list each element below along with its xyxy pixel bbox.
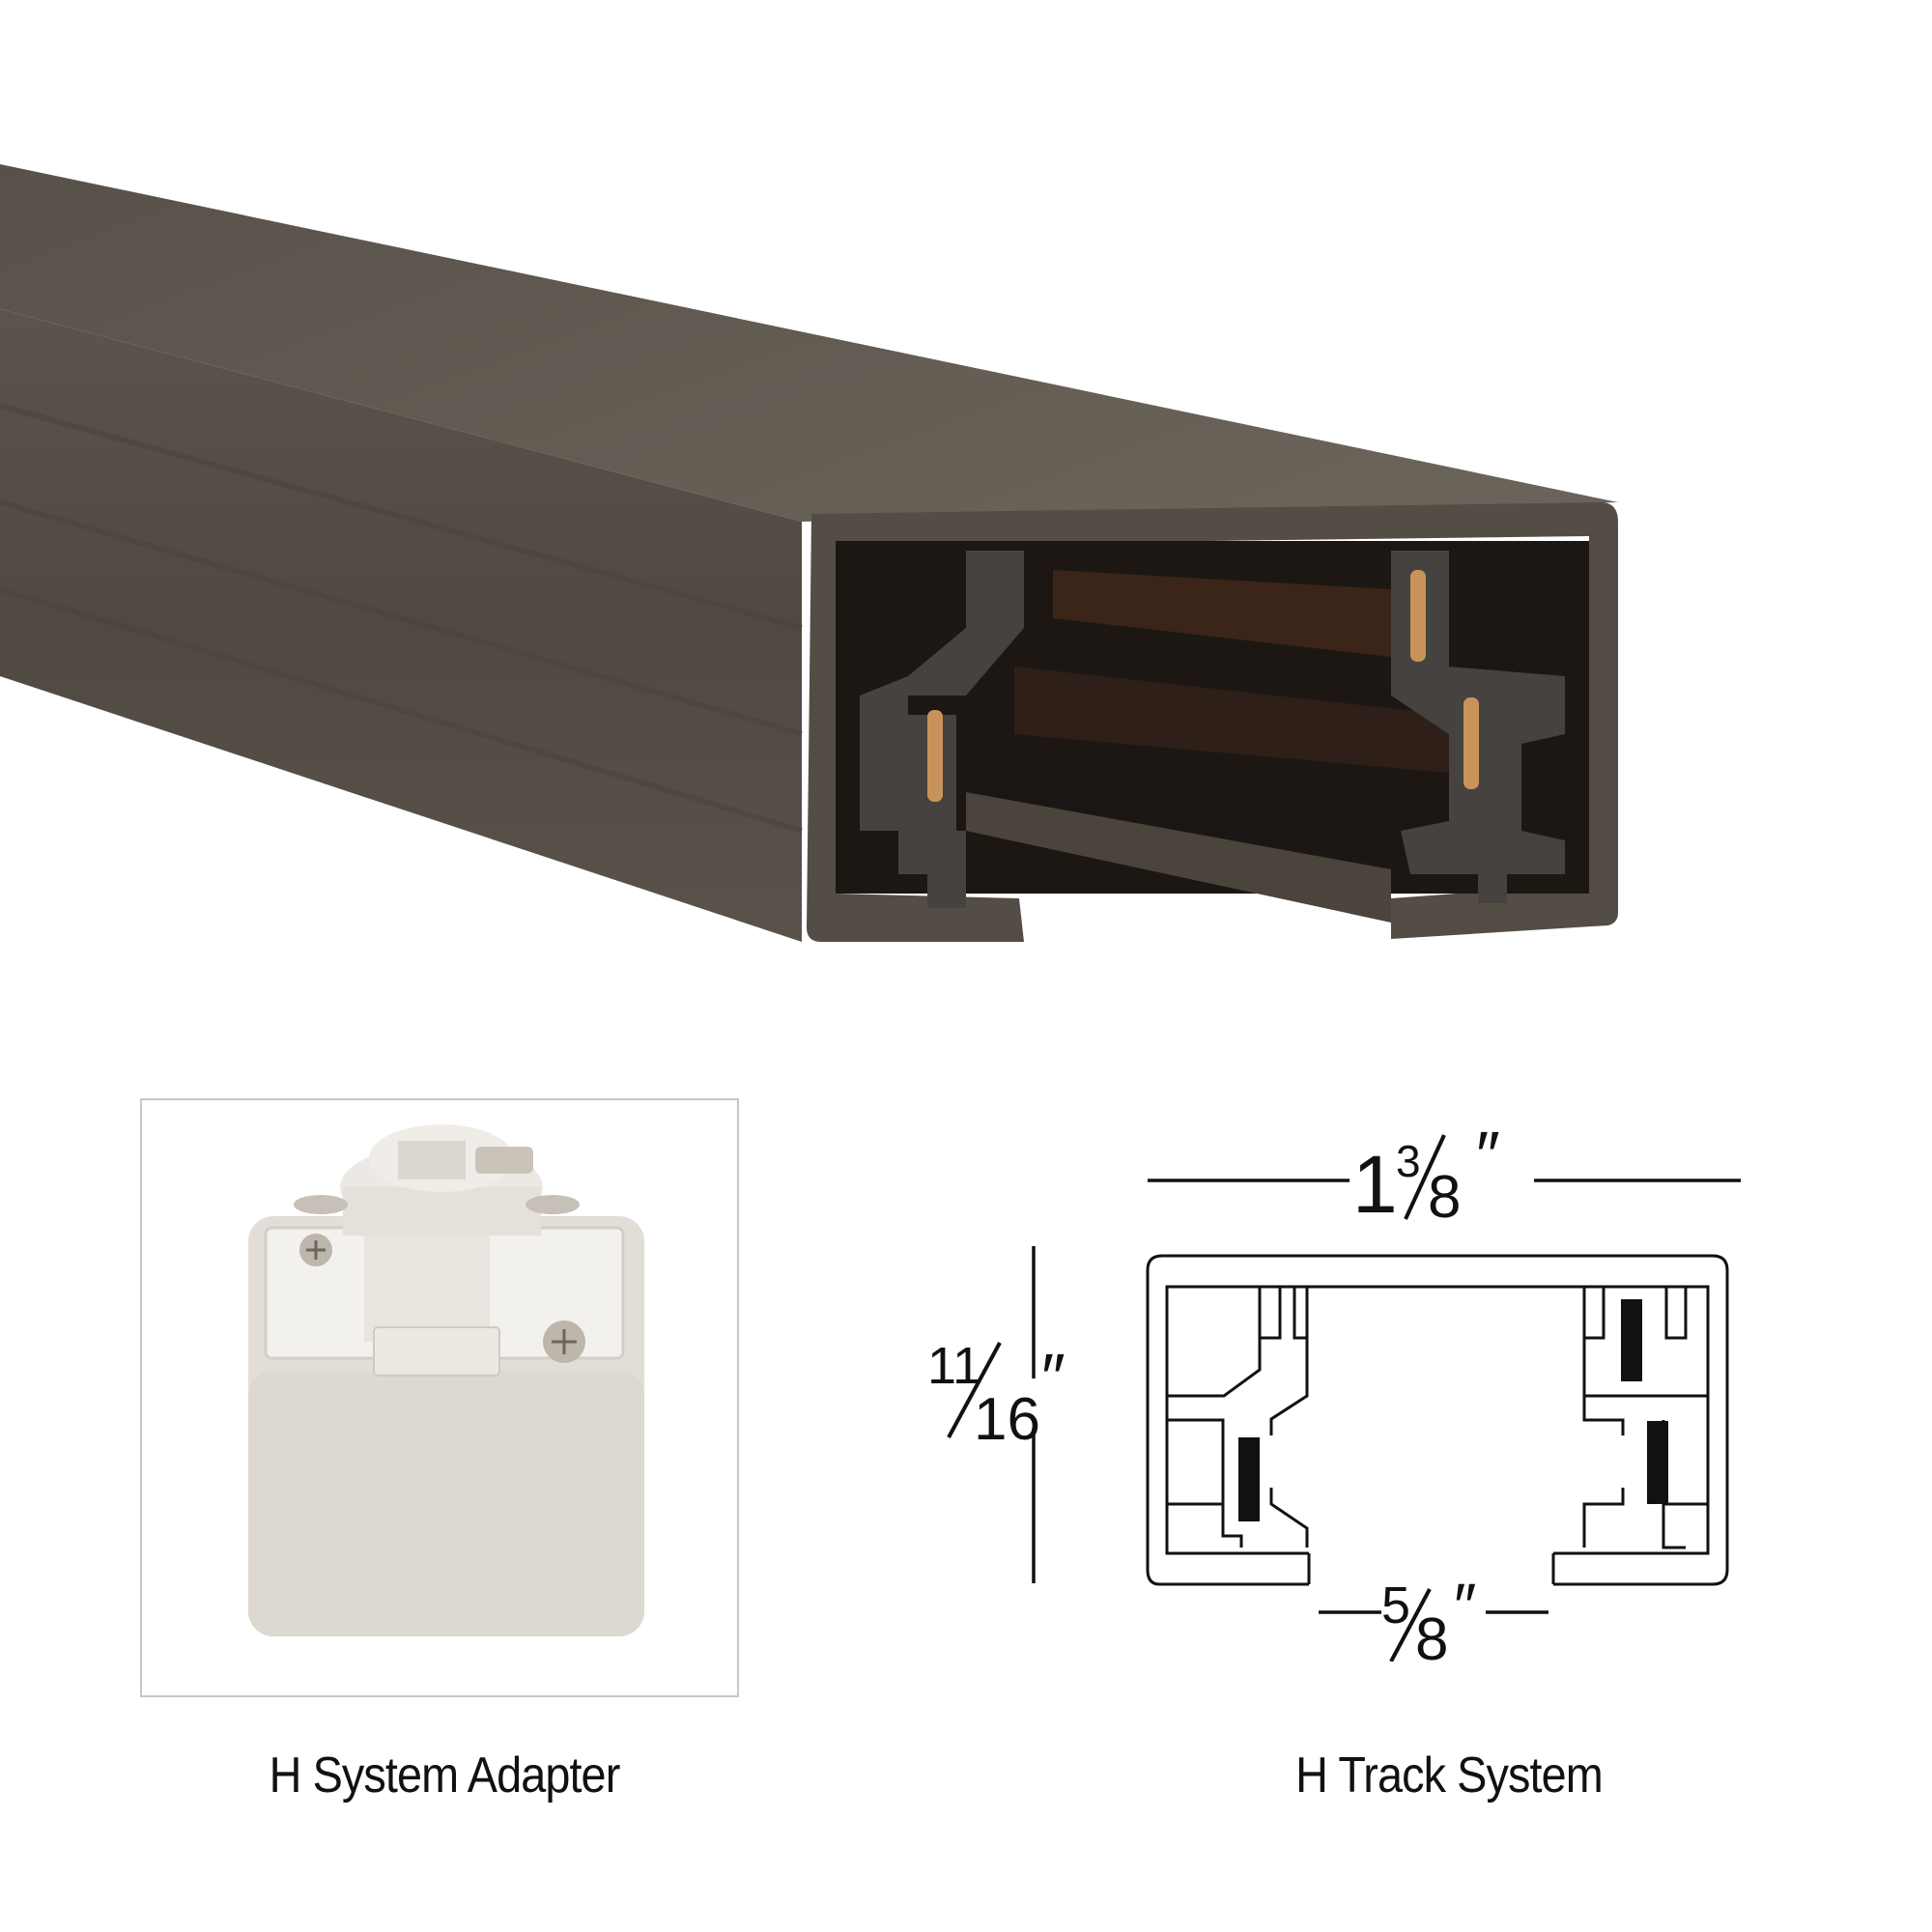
height-dimension-label: 11 16 ″ [927,1337,1065,1453]
svg-text:3: 3 [1396,1136,1421,1186]
svg-text:5: 5 [1381,1577,1410,1634]
svg-text:″: ″ [1454,1570,1476,1641]
svg-text:″: ″ [1041,1340,1065,1415]
adapter-stem [364,1226,490,1342]
track-top-face [0,164,1618,522]
svg-text:16: 16 [974,1386,1040,1453]
track-profile-diagram: 1 3 8 ″ 11 16 ″ 5 8 ″ [927,1121,1741,1662]
svg-text:8: 8 [1415,1606,1448,1662]
adapter-latch [475,1147,533,1174]
track-side-face [0,309,802,942]
conductor-right-top [1410,570,1426,662]
conductor-right-bottom [1463,697,1479,789]
svg-text:11: 11 [927,1337,981,1395]
width-dimension-label: 1 3 8 ″ [1352,1121,1500,1231]
adapter-photo-frame [140,1098,739,1697]
track-section-photo [0,164,1618,942]
svg-text:1: 1 [1352,1139,1398,1230]
svg-text:8: 8 [1428,1164,1461,1231]
caption-adapter: H System Adapter [269,1747,621,1804]
adapter-photo [248,1124,644,1636]
conductor-left [927,710,943,802]
profile-outline [1146,1254,1729,1586]
svg-text:″: ″ [1476,1121,1500,1193]
caption-track-system: H Track System [1295,1747,1604,1804]
track-end-face [807,502,1618,942]
opening-dimension-label: 5 8 ″ [1381,1570,1476,1662]
